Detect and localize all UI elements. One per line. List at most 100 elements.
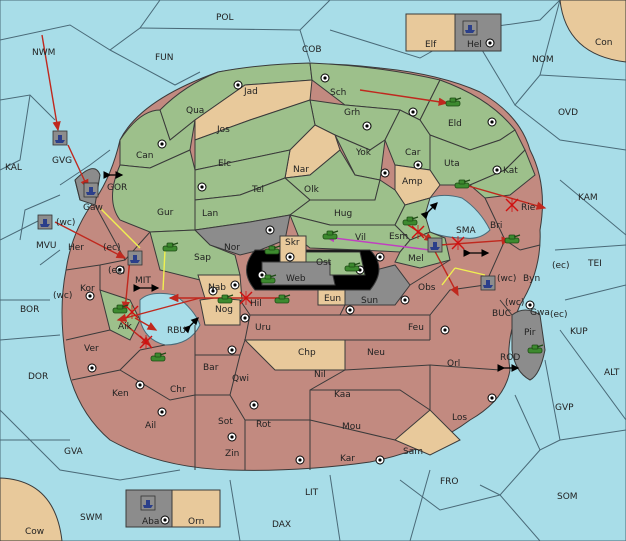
- territory-label: Kar: [340, 454, 355, 464]
- territory-label: Mel: [408, 254, 424, 264]
- territory-label: Eun: [324, 294, 341, 304]
- territory-label: Chr: [170, 385, 186, 395]
- sea-label: BUC: [492, 309, 511, 319]
- supply-center-icon: [492, 165, 502, 175]
- coast-label: (wc): [497, 274, 516, 284]
- territory-label: Sam: [403, 447, 423, 457]
- territory-label: Pir: [524, 328, 536, 338]
- sea-label: ALT: [604, 368, 620, 378]
- coast-label: (wc): [53, 291, 72, 301]
- territory-label: Mou: [342, 422, 361, 432]
- sea-label: SWM: [80, 513, 102, 523]
- corner-labels: Con Cow Elf Hel Aba Orn: [25, 38, 613, 537]
- sea-label: KAL: [5, 163, 22, 173]
- territory-label: Kor: [80, 284, 95, 294]
- territory-label: Obs: [418, 283, 436, 293]
- supply-center-icon: [230, 280, 240, 290]
- sea-label: GVG: [52, 156, 72, 166]
- sea-label: KAM: [578, 193, 598, 203]
- territory-label: Gur: [157, 208, 174, 218]
- coast-label: (ec): [552, 261, 570, 271]
- territory-label: Nor: [224, 243, 240, 253]
- territory-label: Jad: [243, 87, 258, 97]
- territory-label: Sot: [218, 417, 233, 427]
- fleet-ship-icon: [140, 495, 156, 511]
- territory-label: Kaa: [334, 390, 351, 400]
- territory-label: Con: [595, 38, 613, 48]
- territory-label: Orl: [447, 359, 460, 369]
- territory-label: Hil: [250, 299, 262, 309]
- territory-label: Skr: [285, 238, 300, 248]
- supply-center-icon: [400, 295, 410, 305]
- supply-center-icon: [295, 455, 305, 465]
- fleet-ship-icon: [462, 20, 478, 36]
- sea-label: SOM: [557, 492, 578, 502]
- territory-label: Hel: [467, 40, 482, 50]
- territory-label: Los: [452, 413, 467, 423]
- territory-label: Jos: [216, 125, 230, 135]
- territory-label: Aik: [118, 322, 133, 332]
- territory-label: Chp: [298, 348, 316, 358]
- coast-label: (ec): [103, 243, 121, 253]
- territory-label: Bar: [203, 363, 219, 373]
- territory-label: Olk: [304, 185, 320, 195]
- sea-label: MIT: [135, 276, 151, 286]
- supply-center-icon: [413, 160, 423, 170]
- territory-label: Qua: [186, 106, 204, 116]
- territory-label: Sch: [330, 88, 346, 98]
- territory-label: Neu: [367, 348, 385, 358]
- territory-label: Sun: [361, 296, 378, 306]
- coast-label: (ec): [550, 310, 568, 320]
- territory-label: Rie: [521, 203, 536, 213]
- supply-center-icon: [440, 325, 450, 335]
- sea-label: KUP: [570, 327, 588, 337]
- territory-label: Car: [405, 148, 421, 158]
- supply-center-icon: [487, 393, 497, 403]
- sea-label: DOR: [28, 372, 48, 382]
- territory-label: Web: [286, 274, 306, 284]
- sea-label: SMA: [456, 226, 476, 236]
- territory-label: Hug: [334, 209, 352, 219]
- sea-label: DAX: [272, 520, 291, 530]
- fleet-ship-icon: [427, 237, 443, 253]
- territory-label: Esm: [389, 232, 408, 242]
- fleet-ship-icon: [83, 182, 99, 198]
- territory-label: Gwa: [530, 308, 550, 318]
- territory-label: Feu: [408, 323, 424, 333]
- territory-label: Rot: [256, 420, 271, 430]
- supply-center-icon: [157, 407, 167, 417]
- territory-label: Ver: [84, 344, 99, 354]
- sea-label: NWM: [32, 48, 55, 58]
- territory-label: Zin: [225, 449, 239, 459]
- territory-label: Amp: [402, 177, 423, 187]
- territory-label: Uta: [444, 159, 460, 169]
- sea-label: BOR: [20, 305, 39, 315]
- territory-label: Ken: [112, 389, 129, 399]
- territory-label: Ail: [145, 421, 156, 431]
- territory-label: Elc: [218, 159, 231, 169]
- territory-label: Cow: [25, 527, 44, 537]
- supply-center-icon: [233, 80, 243, 90]
- supply-center-icon: [485, 38, 495, 48]
- supply-center-icon: [375, 455, 385, 465]
- supply-center-icon: [240, 313, 250, 323]
- coast-label: (wc): [505, 298, 524, 308]
- supply-center-icon: [285, 252, 295, 262]
- supply-center-icon: [227, 345, 237, 355]
- territory-label: Sap: [194, 253, 211, 263]
- territory-label: Can: [136, 151, 154, 161]
- sea-label: GOR: [107, 183, 127, 193]
- sea-label: MVU: [36, 241, 57, 251]
- territory-label: Orn: [188, 517, 204, 527]
- territory-label: Bri: [490, 221, 502, 231]
- territory-label: Yok: [355, 148, 372, 158]
- supply-center-icon: [197, 182, 207, 192]
- supply-center-icon: [265, 225, 275, 235]
- territory-label: Qwi: [232, 374, 249, 384]
- supply-center-icon: [362, 121, 372, 131]
- supply-center-icon: [87, 363, 97, 373]
- territory-label: Tel: [251, 185, 264, 195]
- supply-center-icon: [408, 107, 418, 117]
